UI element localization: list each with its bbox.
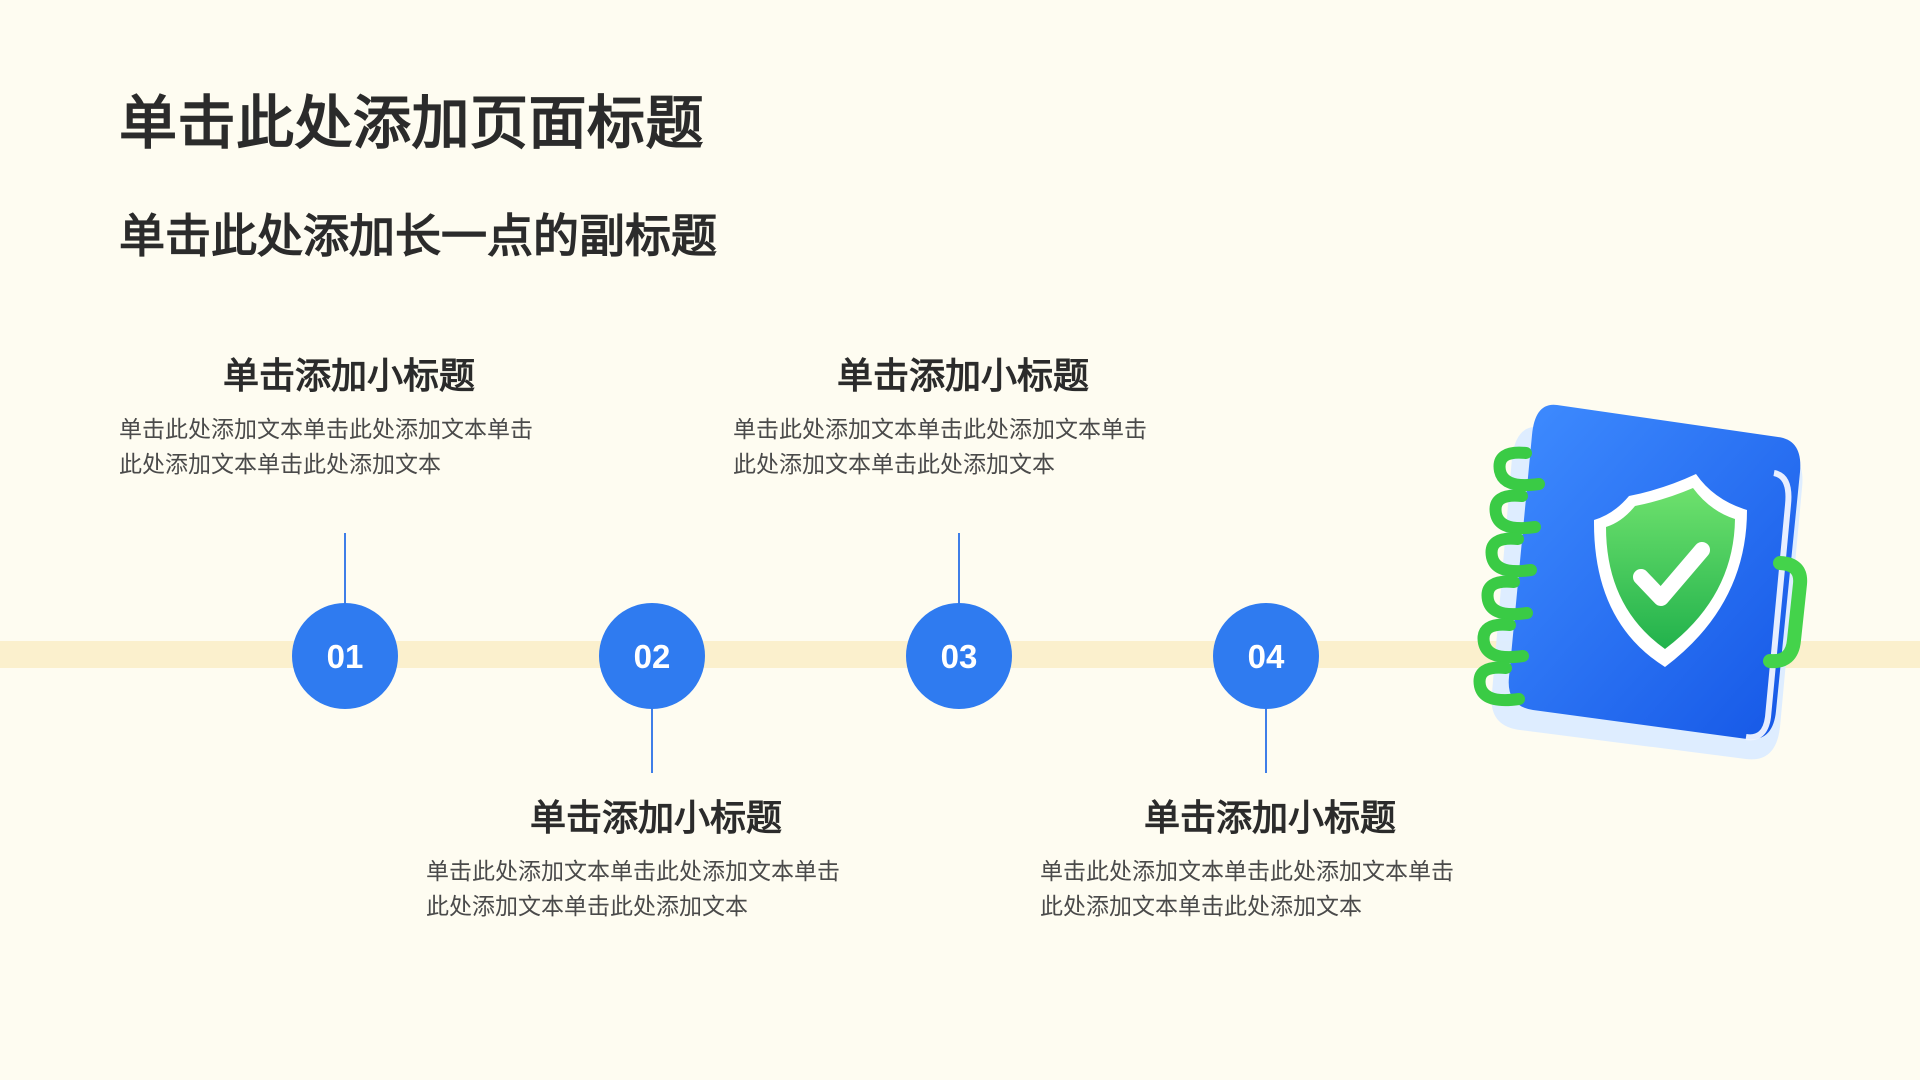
timeline-step-2-heading[interactable]: 单击添加小标题	[529, 798, 782, 839]
timeline-connector-2	[651, 705, 653, 773]
timeline-step-3-text[interactable]: 单击此处添加文本单击此处添加文本单击此处添加文本单击此处添加文本	[733, 417, 1147, 478]
timeline-step-4: 单击添加小标题 单击此处添加文本单击此处添加文本单击此处添加文本单击此处添加文本	[1040, 797, 1500, 925]
timeline-step-4-text[interactable]: 单击此处添加文本单击此处添加文本单击此处添加文本单击此处添加文本	[1040, 859, 1454, 920]
timeline-step-1-number: 01	[292, 603, 398, 709]
timeline-step-4-heading[interactable]: 单击添加小标题	[1143, 798, 1396, 839]
page-title[interactable]: 单击此处添加页面标题	[119, 89, 705, 157]
timeline-connector-1	[344, 533, 346, 605]
timeline-step-4-number: 04	[1213, 603, 1319, 709]
timeline-step-3-number: 03	[906, 603, 1012, 709]
timeline-step-1-text[interactable]: 单击此处添加文本单击此处添加文本单击此处添加文本单击此处添加文本	[119, 417, 533, 478]
timeline-step-3: 单击添加小标题 单击此处添加文本单击此处添加文本单击此处添加文本单击此处添加文本	[733, 355, 1193, 483]
timeline-step-3-heading[interactable]: 单击添加小标题	[836, 356, 1089, 397]
timeline-step-1: 单击添加小标题 单击此处添加文本单击此处添加文本单击此处添加文本单击此处添加文本	[119, 355, 579, 483]
timeline-connector-3	[958, 533, 960, 605]
timeline-connector-4	[1265, 705, 1267, 773]
timeline-step-1-heading[interactable]: 单击添加小标题	[222, 356, 475, 397]
timeline-step-2-number: 02	[599, 603, 705, 709]
notebook-shield-check-icon	[1473, 404, 1808, 760]
timeline-step-2-text[interactable]: 单击此处添加文本单击此处添加文本单击此处添加文本单击此处添加文本	[426, 859, 840, 920]
timeline-step-2: 单击添加小标题 单击此处添加文本单击此处添加文本单击此处添加文本单击此处添加文本	[426, 797, 886, 925]
page-subtitle[interactable]: 单击此处添加长一点的副标题	[119, 209, 717, 263]
